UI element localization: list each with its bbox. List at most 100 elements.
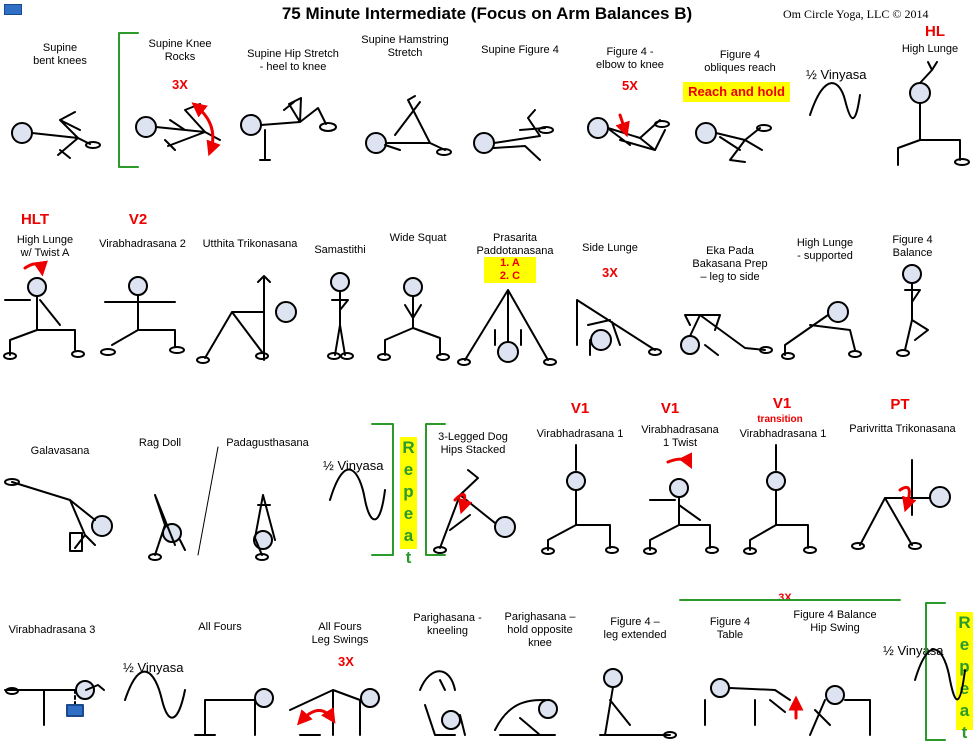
pose-figure — [473, 109, 554, 161]
pose-figure — [457, 289, 557, 366]
corner-badge — [4, 4, 22, 15]
pose-figure — [704, 678, 791, 726]
pose-figure — [11, 111, 101, 159]
pose-figure — [643, 452, 719, 555]
pose-label: High Lunge - supported — [796, 237, 854, 262]
pose-label: Supine Knee Rocks — [148, 38, 212, 63]
pose-figure — [433, 469, 516, 554]
pose-label: Virabhadrasana 1 Twist — [641, 424, 719, 449]
page-title: 75 Minute Intermediate (Focus on Arm Bal… — [281, 4, 693, 23]
pose-code: HLT — [20, 211, 50, 228]
pose-figure — [4, 680, 105, 726]
repeat-count: 3X — [338, 654, 354, 669]
repeat-letter: e — [403, 460, 414, 479]
pose-label: High Lunge w/ Twist A — [16, 234, 74, 259]
credit-text: Om Circle Yoga, LLC © 2014 — [783, 7, 929, 21]
pose-code: V2 — [128, 211, 148, 228]
pose-label: Supine bent knees — [33, 42, 87, 67]
pose-label: Figure 4 Balance Hip Swing — [793, 609, 877, 634]
pose-figure — [3, 260, 85, 360]
pose-figure — [695, 122, 772, 163]
pose-label: Virabhadrasana 1 — [739, 428, 827, 440]
pose-figure — [896, 264, 929, 357]
pose-label: All Fours — [198, 621, 242, 633]
repeat-letter: e — [959, 679, 970, 698]
pose-figure — [196, 275, 297, 364]
pose-code: HL — [925, 23, 945, 40]
pose-label: Figure 4 - elbow to knee — [596, 46, 664, 71]
vinyasa-label: ½ Vinyasa — [806, 67, 867, 82]
pose-figure — [576, 299, 662, 356]
pose-figure — [599, 668, 677, 739]
pose-figure — [781, 301, 862, 360]
vinyasa-wave — [329, 468, 386, 521]
pose-figure — [327, 272, 354, 360]
pose-code: V1 — [570, 400, 590, 417]
hold-note: Reach and hold — [683, 82, 790, 102]
divider-line — [197, 446, 219, 556]
pose-label: Galavasana — [30, 445, 90, 457]
variation-note: 1. A 2. C — [484, 257, 536, 283]
transition-note: transition — [757, 414, 803, 425]
repeat-letter: p — [959, 657, 970, 676]
pose-label: All Fours Leg Swings — [311, 621, 369, 646]
pose-label: Wide Squat — [389, 232, 447, 244]
repeat-letter: e — [403, 504, 414, 523]
pose-label: Supine Hip Stretch - heel to knee — [247, 48, 339, 73]
vinyasa-label: ½ Vinyasa — [883, 643, 944, 658]
pose-label: Eka Pada Bakasana Prep – leg to side — [692, 245, 768, 283]
pose-figure — [494, 699, 558, 736]
yoga-block — [66, 704, 84, 717]
pose-figure — [680, 314, 773, 356]
pose-figure — [240, 97, 337, 161]
pose-label: Figure 4 Balance — [892, 234, 933, 259]
repeat-count: 5X — [622, 78, 638, 93]
pose-label: Virabhadrasana 2 — [99, 238, 186, 250]
repeat-letter: a — [403, 526, 414, 545]
repeat-letter: t — [961, 723, 968, 742]
pose-label: 3-Legged Dog Hips Stacked — [438, 431, 508, 456]
pose-figure — [377, 277, 450, 361]
pose-figure — [851, 459, 951, 550]
pose-figure — [289, 688, 380, 736]
pose-figure — [253, 494, 276, 561]
repeat-letter: R — [402, 438, 415, 457]
pose-figure — [194, 688, 274, 736]
vinyasa-label: ½ Vinyasa — [123, 660, 184, 675]
pose-label: High Lunge — [901, 43, 959, 55]
vinyasa-wave — [124, 670, 186, 719]
repeat-letter: e — [959, 635, 970, 654]
pose-label: Figure 4 obliques reach — [704, 49, 776, 74]
pose-figure — [541, 444, 619, 555]
pose-label: Virabhadrasana 1 — [536, 428, 624, 440]
pose-figure — [897, 61, 970, 166]
pose-code: V1 — [772, 395, 792, 412]
vinyasa-wave — [914, 648, 966, 701]
repeat-letter: p — [403, 482, 414, 501]
pose-label: Rag Doll — [138, 437, 182, 449]
pose-figure — [365, 95, 452, 156]
pose-figure — [148, 494, 186, 561]
repeat-letter: R — [958, 613, 971, 632]
pose-label: Side Lunge — [582, 242, 638, 254]
repeat-letter: a — [959, 701, 970, 720]
pose-label: Prasarita Paddotanasana — [476, 232, 554, 257]
repeat-count: 3X — [602, 265, 618, 280]
pose-label: Samastithi — [314, 244, 366, 256]
pose-label: Parivritta Trikonasana — [849, 423, 956, 435]
pose-label: Parighasana – hold opposite knee — [504, 611, 576, 649]
pose-label: Figure 4 – leg extended — [603, 616, 667, 641]
pose-figure — [419, 670, 466, 736]
vinyasa-label: ½ Vinyasa — [323, 458, 384, 473]
pose-figure — [4, 478, 113, 552]
vinyasa-wave — [809, 82, 861, 120]
repeat-letter: t — [405, 548, 412, 567]
pose-code: V1 — [660, 400, 680, 417]
pose-figure — [743, 444, 817, 555]
pose-label: Supine Hamstring Stretch — [361, 34, 449, 59]
pose-code: PT — [890, 396, 910, 413]
repeat-count: 3X — [172, 77, 188, 92]
pose-label: Figure 4 Table — [709, 616, 751, 641]
